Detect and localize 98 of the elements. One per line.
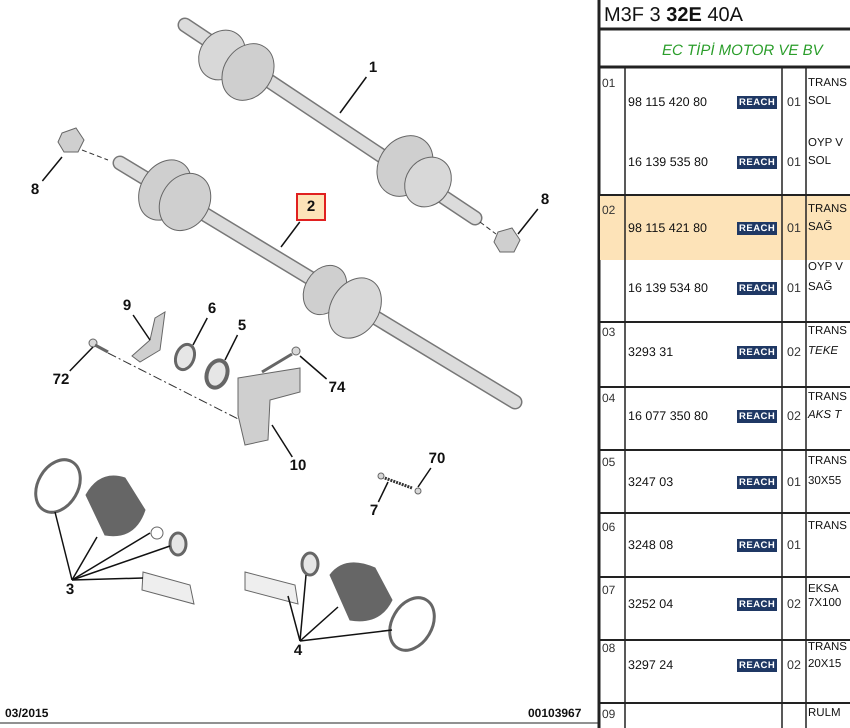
part-number: 3293 31 (628, 345, 674, 359)
description: 30X55 (808, 475, 842, 487)
description: TRANS (808, 203, 847, 215)
leader-line (72, 545, 170, 581)
description: AKS T (808, 409, 842, 421)
description: SAĞ (808, 281, 832, 293)
item-number: 06 (602, 520, 616, 534)
description: TEKE (808, 345, 838, 357)
leader-line (42, 156, 63, 182)
regulation-tag: REACH (737, 598, 778, 611)
quantity: 01 (787, 155, 801, 169)
description: SOL (808, 155, 832, 167)
part-number: 98 115 420 80 (628, 95, 708, 109)
callout-number: 70 (426, 451, 448, 467)
description: TRANS (808, 520, 847, 532)
regulation-tag: REACH (737, 222, 778, 235)
leader-line (72, 532, 150, 581)
callout-number: 4 (291, 643, 305, 659)
item-number: 02 (602, 203, 616, 217)
quantity: 02 (787, 409, 801, 423)
leader-line (71, 536, 98, 580)
item-number: 09 (602, 707, 616, 721)
leader-line (192, 318, 208, 346)
callout-number: 72 (50, 372, 72, 388)
leader-line (287, 596, 301, 642)
quantity: 01 (787, 95, 801, 109)
callout-number: 10 (287, 458, 309, 474)
leader-line (378, 482, 389, 502)
regulation-tag: REACH (737, 282, 778, 295)
leader-line (271, 424, 293, 458)
description: TRANS (808, 455, 847, 467)
description: TRANS (808, 391, 847, 403)
callout-number: 1 (366, 60, 380, 76)
leader-line (300, 629, 392, 642)
leader-line (339, 76, 367, 114)
catalog-code: M3F 3 32E 40A (604, 4, 743, 27)
footer-text: 03/2015 (5, 706, 48, 720)
regulation-tag: REACH (737, 156, 778, 169)
description: TRANS (808, 641, 847, 653)
section-heading: EC TİPİ MOTOR VE BV (662, 42, 823, 59)
item-number: 04 (602, 391, 616, 405)
description: TRANS (808, 77, 847, 89)
callout-number: 7 (367, 503, 381, 519)
part-number: 16 139 534 80 (628, 281, 708, 295)
part-number: 98 115 421 80 (628, 221, 708, 235)
description: SAĞ (808, 221, 832, 233)
part-number: 16 077 350 80 (628, 409, 708, 423)
regulation-tag: REACH (737, 346, 778, 359)
quantity: 01 (787, 281, 801, 295)
description: 20X15 (808, 658, 842, 670)
quantity: 01 (787, 221, 801, 235)
part-number: 3297 24 (628, 658, 674, 672)
regulation-tag: REACH (737, 659, 778, 672)
leader-line (72, 577, 144, 581)
callout-number: 8 (28, 182, 42, 198)
description: OYP V (808, 137, 843, 149)
callout-number: 8 (538, 192, 552, 208)
leader-line (299, 574, 307, 642)
part-number: 3247 03 (628, 475, 674, 489)
part-number: 16 139 535 80 (628, 155, 708, 169)
leader-line (517, 208, 538, 234)
regulation-tag: REACH (737, 410, 778, 423)
description: 7X100 (808, 597, 842, 609)
regulation-tag: REACH (737, 476, 778, 489)
regulation-tag: REACH (737, 539, 778, 552)
part-number: 3248 08 (628, 538, 674, 552)
description: TRANS (808, 325, 847, 337)
callout-number: 6 (205, 301, 219, 317)
leader-line (300, 606, 338, 642)
description: RULM (808, 707, 841, 719)
leader-line (417, 468, 432, 488)
callout-number: 5 (235, 318, 249, 334)
item-number: 08 (602, 641, 616, 655)
leader-line (300, 355, 328, 380)
leader-line (280, 222, 300, 248)
leader-line (54, 512, 73, 580)
callout-number: 74 (326, 380, 348, 396)
footer-text: 00103967 (528, 706, 582, 720)
leader-line (224, 334, 238, 360)
leader-line (69, 346, 94, 372)
description: SOL (808, 95, 832, 107)
item-number: 07 (602, 583, 616, 597)
item-number: 03 (602, 325, 616, 339)
item-number: 01 (602, 76, 616, 90)
quantity: 02 (787, 597, 801, 611)
quantity: 01 (787, 475, 801, 489)
description: OYP V (808, 261, 843, 273)
leader-line (132, 314, 151, 340)
quantity: 01 (787, 538, 801, 552)
description: EKSA (808, 583, 839, 595)
highlighted-callout-number: 2 (296, 193, 326, 221)
item-number: 05 (602, 455, 616, 469)
callout-number: 3 (63, 582, 77, 598)
quantity: 02 (787, 345, 801, 359)
callout-number: 9 (120, 298, 134, 314)
regulation-tag: REACH (737, 96, 778, 109)
quantity: 02 (787, 658, 801, 672)
part-number: 3252 04 (628, 597, 674, 611)
